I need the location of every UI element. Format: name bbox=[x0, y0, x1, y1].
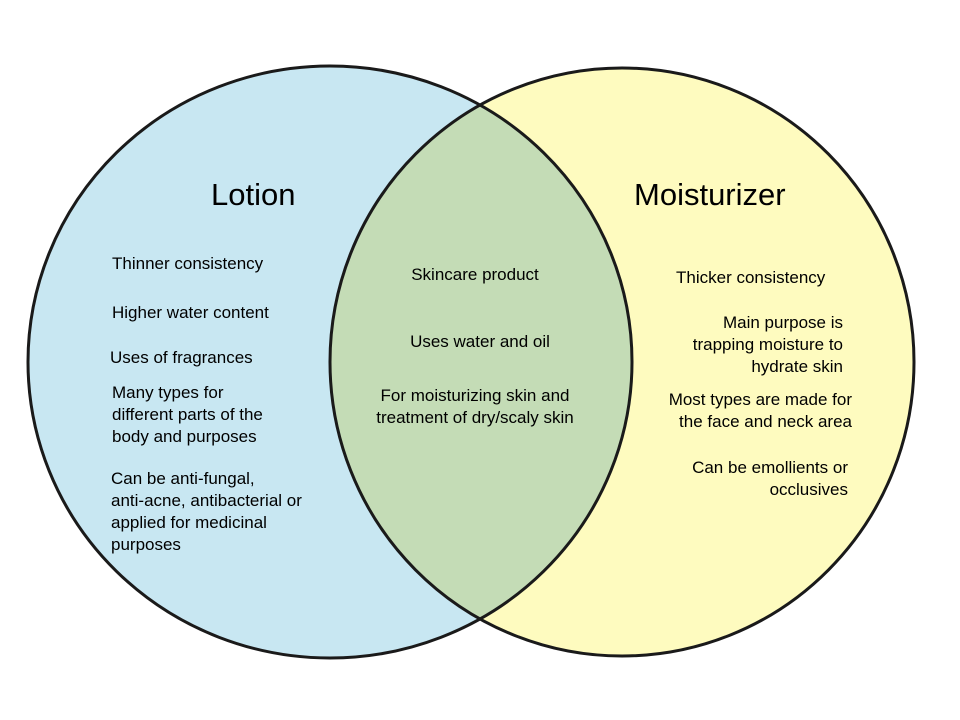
lotion-title: Lotion bbox=[211, 177, 296, 212]
moisturizer-item-main-purpose: Main purpose is trapping moisture to hyd… bbox=[692, 313, 843, 376]
overlap-item-water-and-oil: Uses water and oil bbox=[410, 332, 550, 351]
lotion-item-higher-water: Higher water content bbox=[112, 303, 269, 322]
moisturizer-title: Moisturizer bbox=[634, 177, 786, 212]
moisturizer-item-thicker-consistency: Thicker consistency bbox=[676, 268, 826, 287]
lotion-item-anti-fungal: Can be anti-fungal, anti-acne, antibacte… bbox=[111, 469, 302, 554]
moisturizer-item-emollients: Can be emollients or occlusives bbox=[692, 458, 848, 499]
lotion-circle-outline bbox=[26, 64, 634, 660]
moisturizer-circle-outline bbox=[328, 66, 916, 658]
lotion-item-fragrances: Uses of fragrances bbox=[110, 348, 253, 367]
overlap-item-moisturizing: For moisturizing skin and treatment of d… bbox=[376, 386, 574, 427]
lotion-item-thinner-consistency: Thinner consistency bbox=[112, 254, 264, 273]
lotion-item-many-types: Many types for different parts of the bo… bbox=[112, 383, 263, 446]
overlap-item-skincare-product: Skincare product bbox=[411, 265, 539, 284]
moisturizer-item-face-and-neck: Most types are made for the face and nec… bbox=[668, 390, 852, 431]
overlap-region bbox=[330, 68, 632, 656]
